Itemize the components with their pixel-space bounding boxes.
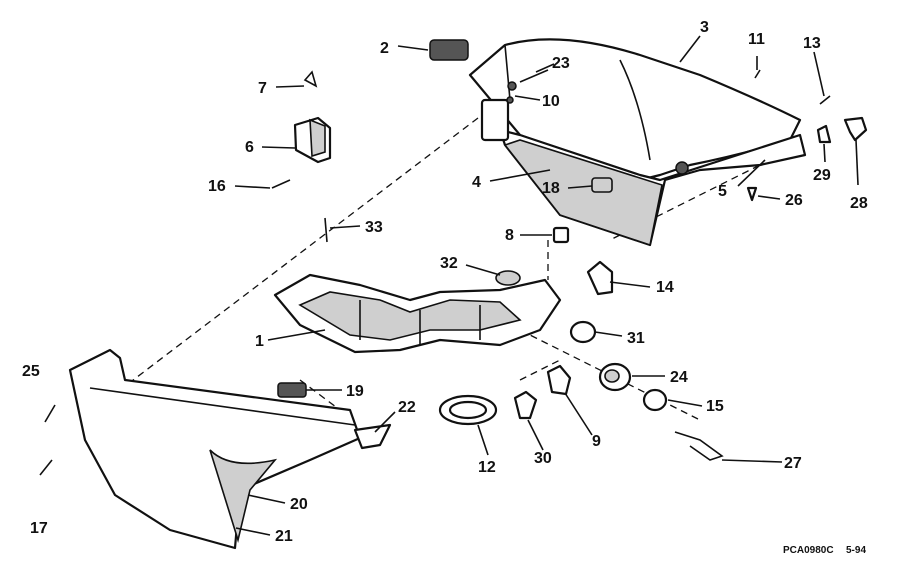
label-15: 15 — [706, 398, 724, 415]
gasket-part-12 — [438, 394, 498, 426]
pad-part-19 — [277, 382, 307, 398]
label-14: 14 — [656, 279, 674, 296]
lower-pan-part — [273, 273, 562, 354]
label-8: 8 — [505, 227, 514, 244]
diagram-date: 5-94 — [846, 545, 866, 556]
label-30: 30 — [534, 450, 552, 467]
latch-part-6 — [293, 116, 332, 164]
leader-lines — [234, 35, 859, 536]
hinge-bracket — [480, 98, 689, 175]
nut-part-10 — [506, 96, 514, 104]
label-24: 24 — [670, 369, 688, 386]
screw-part-23 — [507, 69, 549, 91]
label-4: 4 — [472, 174, 481, 191]
lower-cover-part — [68, 348, 392, 550]
grommet-part-24 — [598, 362, 632, 392]
bracket-part-9 — [546, 364, 572, 396]
screw-part-33 — [324, 217, 328, 243]
screw-part-25 — [44, 404, 56, 423]
label-12: 12 — [478, 459, 496, 476]
label-28: 28 — [850, 195, 868, 212]
clip-part-8 — [552, 226, 570, 244]
label-7: 7 — [258, 80, 267, 97]
label-31: 31 — [627, 330, 645, 347]
label-25: 25 — [22, 363, 40, 380]
label-26: 26 — [785, 192, 803, 209]
screw-part-17 — [39, 459, 53, 476]
plug-part-31 — [569, 320, 597, 344]
label-9: 9 — [592, 433, 601, 450]
label-10: 10 — [542, 93, 560, 110]
label-33: 33 — [365, 219, 383, 236]
label-23: 23 — [552, 55, 570, 72]
hook-part-28 — [843, 116, 868, 142]
label-6: 6 — [245, 139, 254, 156]
pad-part-2 — [429, 39, 469, 61]
label-5: 5 — [718, 183, 727, 200]
diagram-code: PCA0980C — [783, 545, 834, 556]
rod-part-27 — [674, 431, 724, 461]
label-13: 13 — [803, 35, 821, 52]
bracket-part-30 — [513, 390, 538, 420]
latch-part-18 — [591, 177, 613, 193]
label-29: 29 — [813, 167, 831, 184]
label-2: 2 — [380, 40, 389, 57]
screw-part-11 — [754, 69, 761, 79]
clip-part-14 — [586, 260, 614, 296]
label-20: 20 — [290, 496, 308, 513]
label-22: 22 — [398, 399, 416, 416]
clip-part-7 — [303, 70, 318, 88]
label-3: 3 — [700, 19, 709, 36]
label-18: 18 — [542, 180, 560, 197]
label-27: 27 — [784, 455, 802, 472]
grommet-part-32 — [495, 270, 521, 286]
rivet-part-26 — [746, 186, 758, 202]
label-16: 16 — [208, 178, 226, 195]
label-17: 17 — [30, 520, 48, 537]
label-19: 19 — [346, 383, 364, 400]
screw-part-16 — [271, 179, 291, 189]
label-21: 21 — [275, 528, 293, 545]
screw-part-13 — [819, 95, 831, 105]
label-32: 32 — [440, 255, 458, 272]
plug-part-15 — [642, 388, 668, 412]
clip-part-29 — [816, 124, 832, 144]
label-11: 11 — [748, 31, 765, 48]
label-1: 1 — [255, 333, 264, 350]
front-cover-part — [498, 128, 807, 247]
